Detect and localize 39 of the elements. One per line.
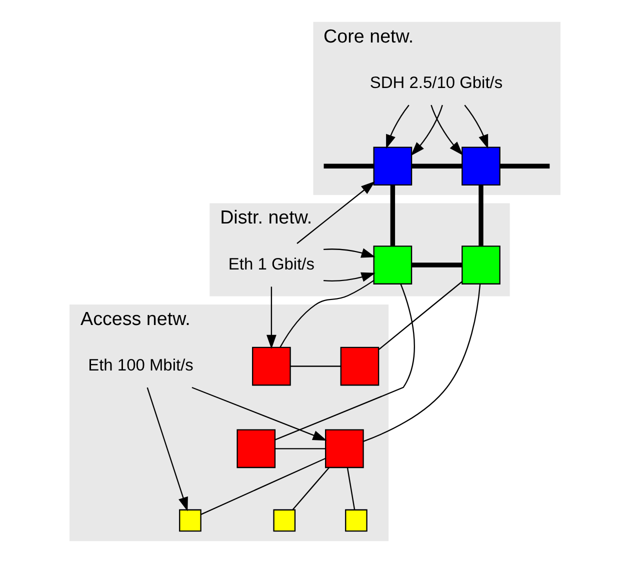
connector: [200, 458, 326, 515]
arrow: [296, 181, 376, 244]
arrow: [410, 104, 443, 156]
arrow: [324, 248, 376, 258]
connector: [390, 185, 396, 246]
arrow: [464, 104, 488, 149]
connector: [412, 262, 462, 268]
connector: [346, 468, 356, 510]
node-text: Eth 1 Gbit/s: [228, 255, 314, 274]
node-box: [462, 146, 500, 186]
node-box: [345, 509, 368, 532]
node-box: [462, 246, 500, 284]
connector: [324, 164, 374, 168]
arrow: [146, 387, 188, 512]
connector: [292, 467, 330, 510]
node-text: SDH 2.5/10 Gbit/s: [370, 74, 503, 92]
node-box: [325, 429, 364, 468]
arrow: [386, 104, 410, 149]
connector: [280, 280, 374, 348]
node-box: [340, 346, 380, 386]
connector: [378, 281, 462, 350]
node-box: [236, 429, 276, 468]
node-text: Eth 100 Mbit/s: [88, 356, 194, 375]
connector: [290, 366, 341, 367]
connector: [274, 284, 415, 440]
node-box: [273, 509, 296, 532]
connector: [478, 185, 484, 246]
connector: [500, 164, 550, 168]
connector: [275, 448, 326, 450]
arrow: [324, 272, 376, 282]
node-box: [373, 246, 412, 284]
node-box: [373, 146, 412, 186]
arrow: [430, 104, 463, 156]
arrow: [266, 286, 276, 350]
connector: [363, 284, 481, 442]
node-box: [252, 346, 291, 386]
connector: [412, 164, 462, 168]
arrow: [192, 386, 327, 441]
node-box: [179, 509, 202, 532]
